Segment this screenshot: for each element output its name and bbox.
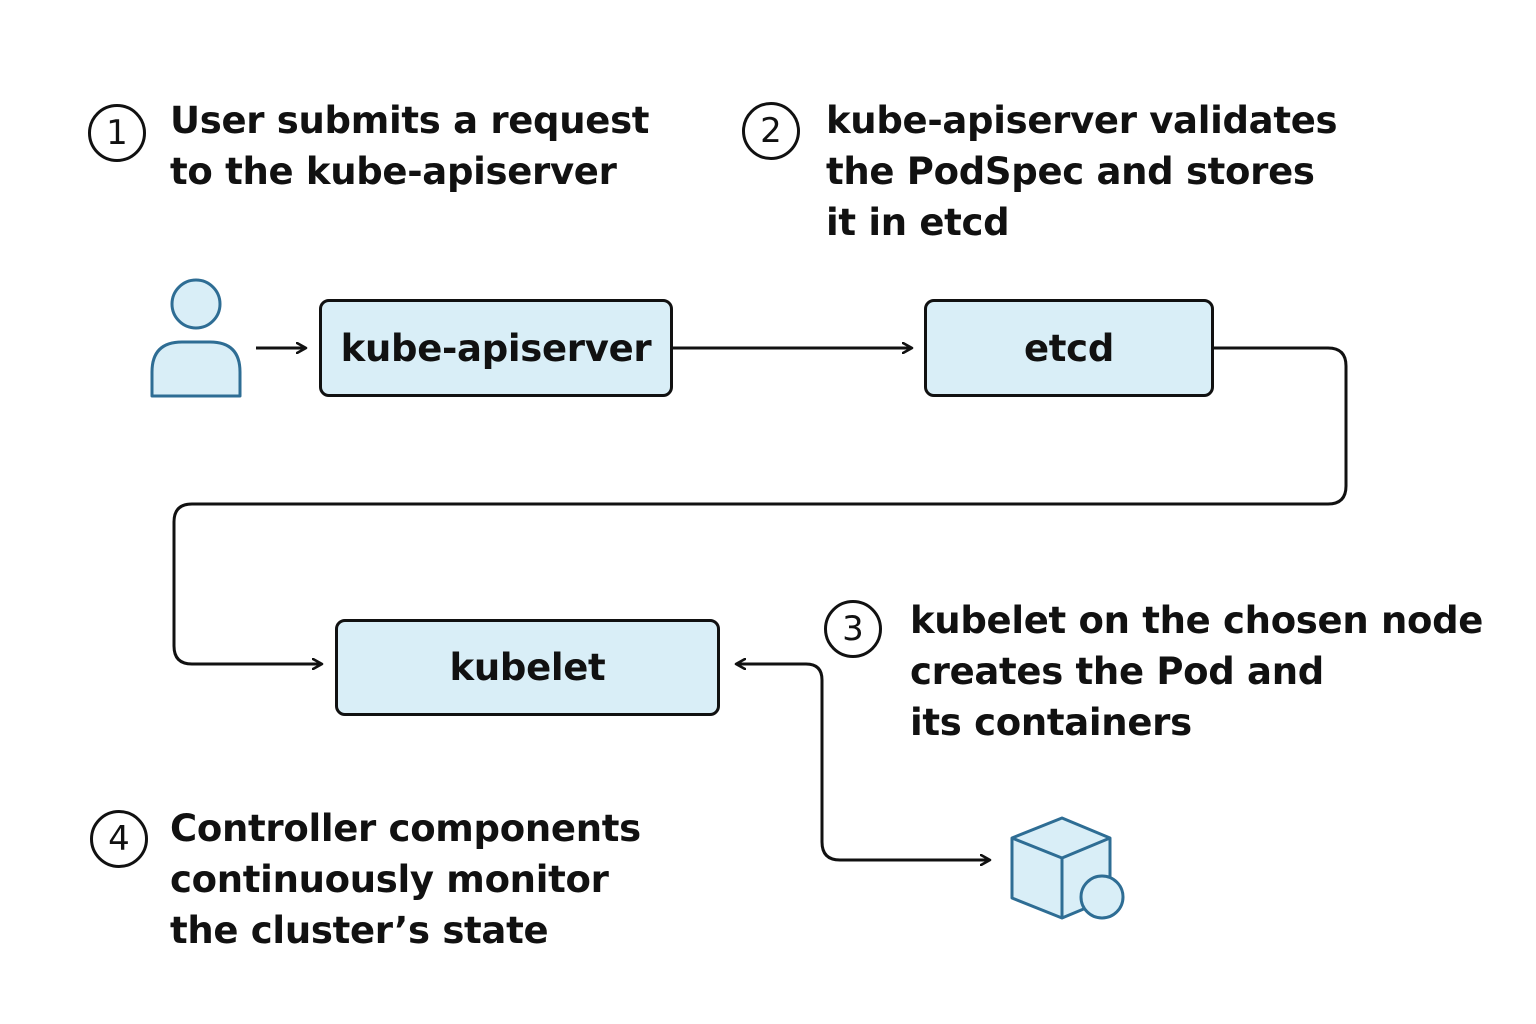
arrow-to-pod — [820, 841, 990, 860]
step-1-text: User submits a request to the kube-apise… — [170, 95, 650, 197]
step-2-line-2: the PodSpec and stores — [826, 150, 1315, 193]
step-1-number: 1 — [88, 104, 146, 162]
step-4-line-1: Controller components — [170, 807, 641, 850]
user-icon — [150, 278, 242, 398]
step-3-text: kubelet on the chosen node creates the P… — [910, 595, 1483, 748]
arrow-to-kubelet-from-pod — [736, 664, 824, 842]
step-2-line-3: it in etcd — [826, 201, 1010, 244]
kubelet-box: kubelet — [335, 619, 720, 716]
step-3-line-3: its containers — [910, 701, 1192, 744]
pod-cube-icon — [1010, 816, 1125, 920]
step-2-text: kube-apiserver validates the PodSpec and… — [826, 95, 1338, 248]
step-3-number: 3 — [824, 600, 882, 658]
step-3-line-2: creates the Pod and — [910, 650, 1324, 693]
step-2-number: 2 — [742, 102, 800, 160]
step-1-line-1: User submits a request — [170, 99, 650, 142]
step-4-line-3: the cluster’s state — [170, 909, 549, 952]
kube-apiserver-box: kube-apiserver — [319, 299, 673, 397]
etcd-box: etcd — [924, 299, 1214, 397]
step-4-line-2: continuously monitor — [170, 858, 609, 901]
step-3-line-1: kubelet on the chosen node — [910, 599, 1484, 642]
step-2-line-1: kube-apiserver validates — [826, 99, 1338, 142]
step-1-line-2: to the kube-apiserver — [170, 150, 617, 193]
step-4-number: 4 — [90, 810, 148, 868]
arrow-etcd-to-kubelet — [172, 346, 1348, 664]
step-4-text: Controller components continuously monit… — [170, 803, 641, 956]
